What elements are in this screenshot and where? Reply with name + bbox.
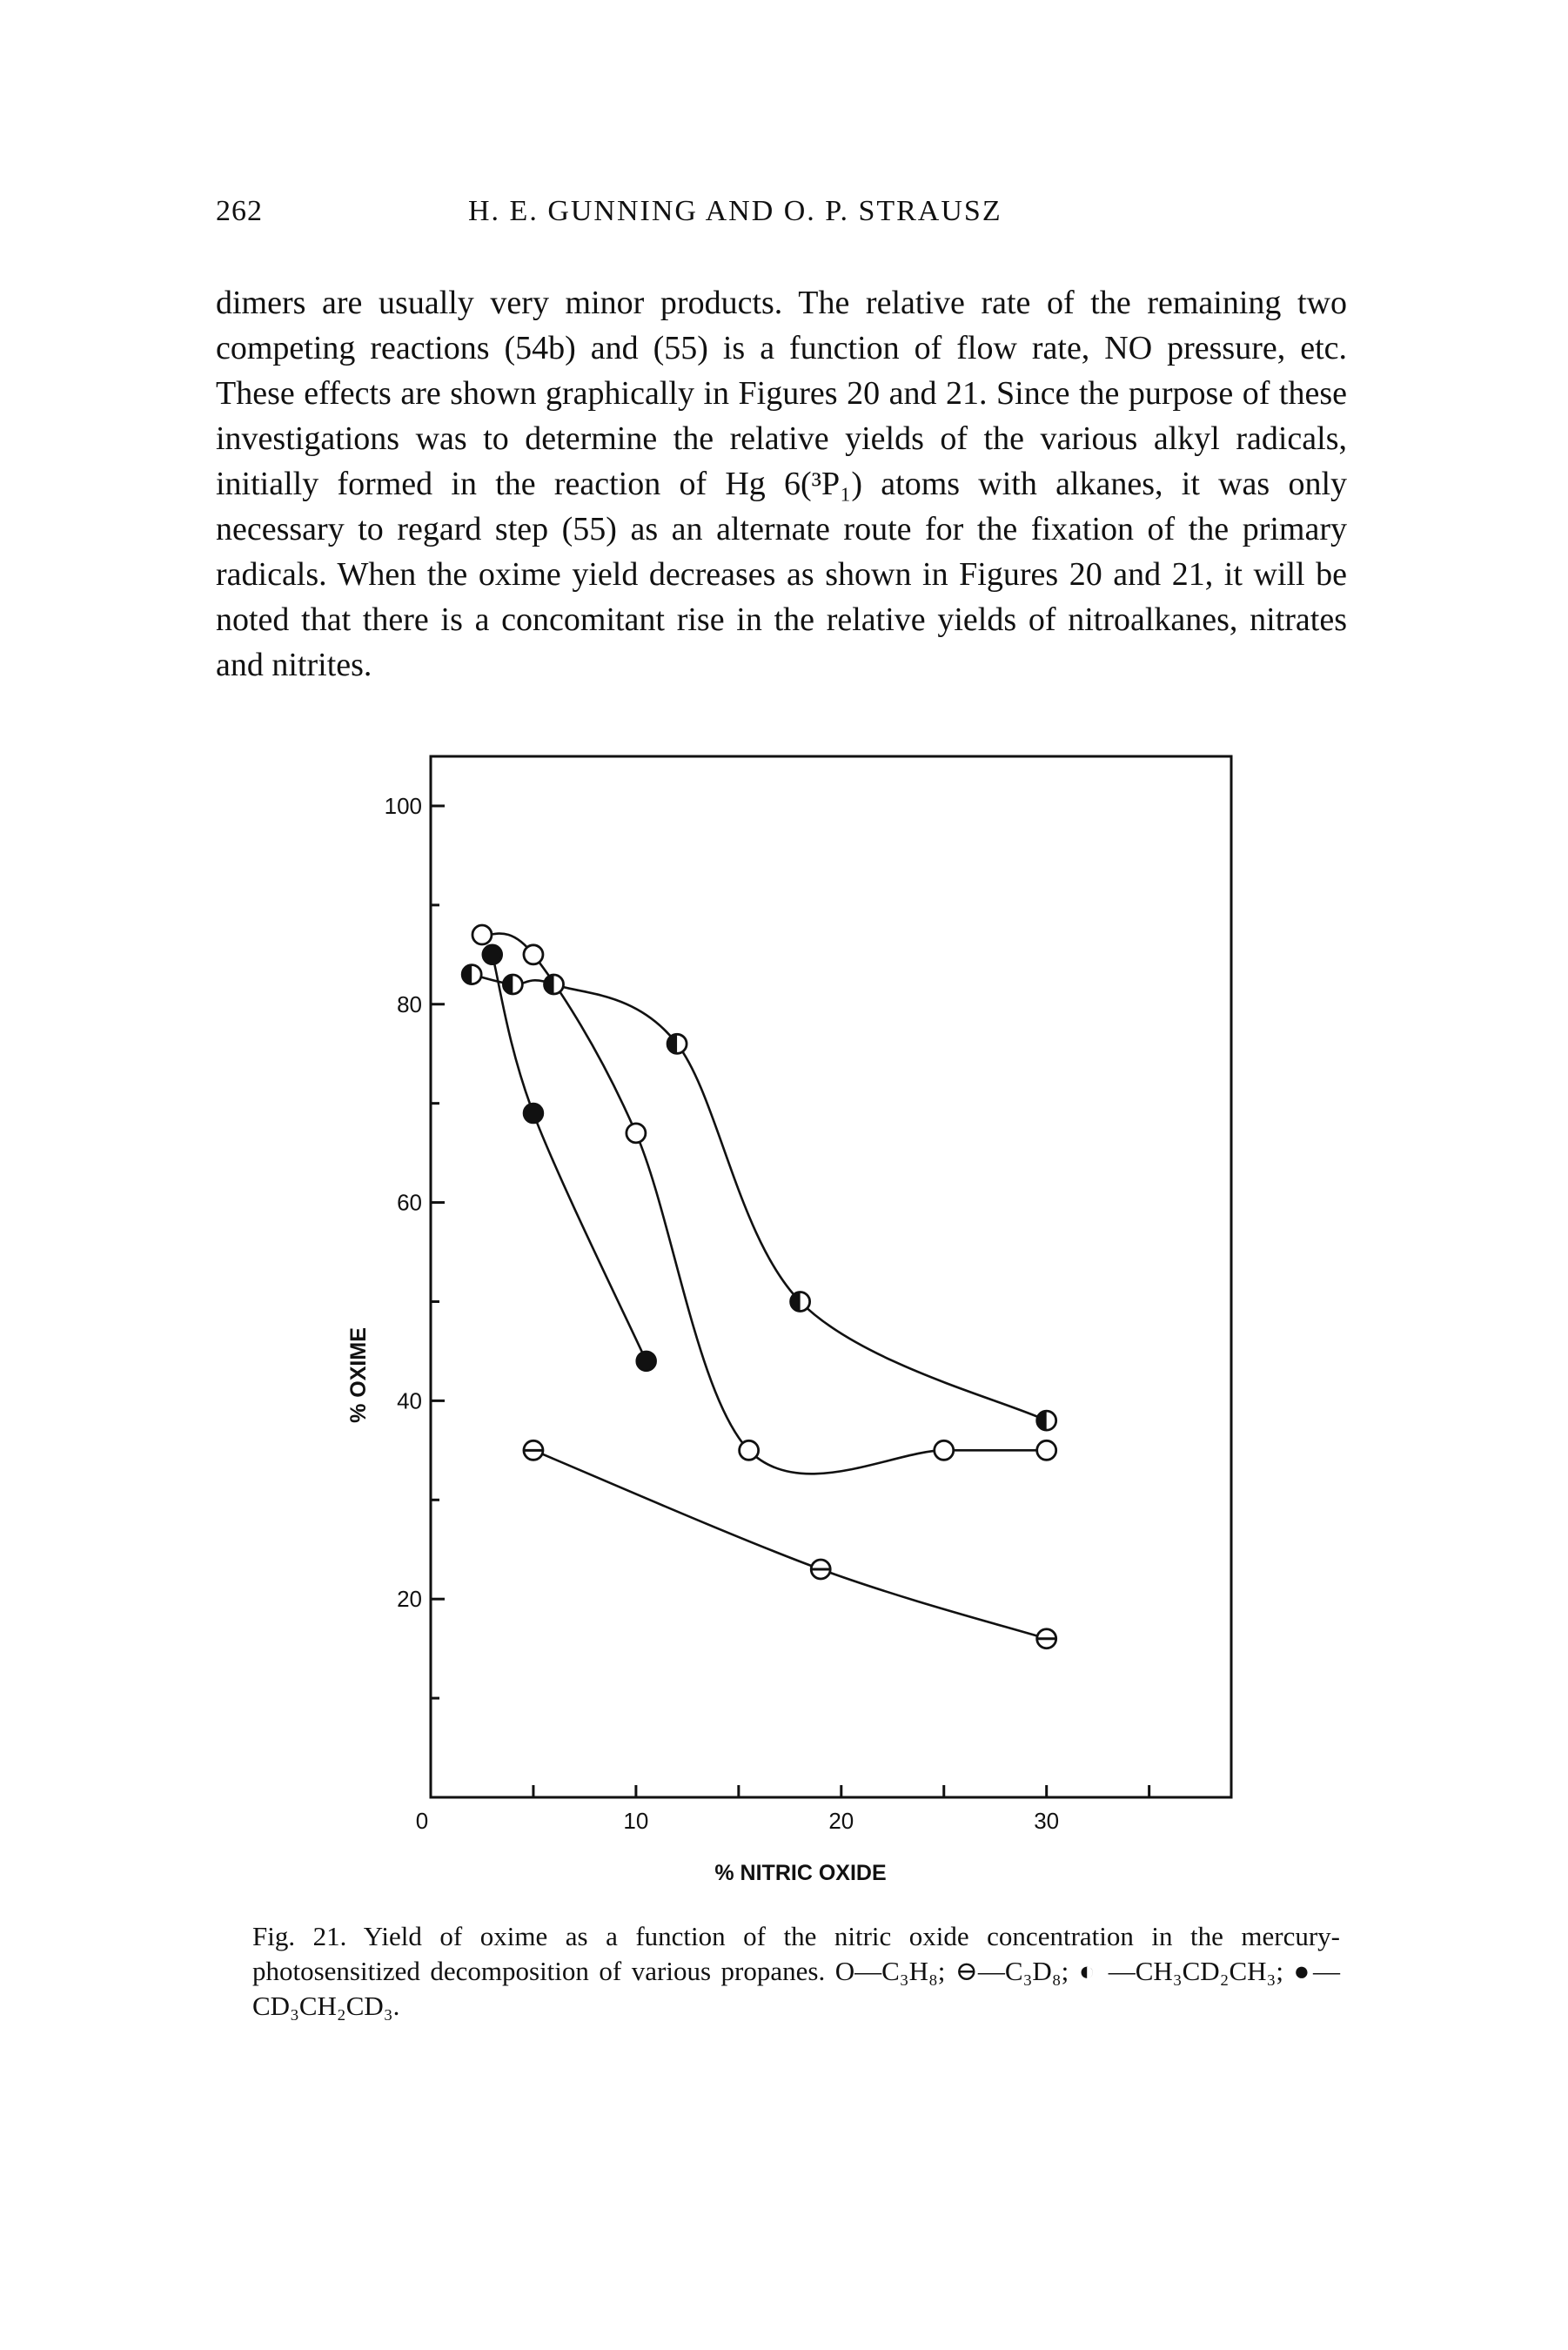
body-text: dimers are usually very minor products. … [216,280,1347,688]
x-tick-label: 0 [416,1808,428,1834]
page-number: 262 [216,195,263,227]
oxime-yield-chart: 20 40 60 80 100 0 10 20 30 % NITRIC OXIDE % OXI… [346,755,1233,1885]
data-point [522,1102,545,1125]
y-tick-label: 20 [397,1586,422,1612]
y-tick-label: 40 [397,1387,422,1413]
plot-frame [429,755,1233,1799]
data-point [460,964,483,985]
data-point [522,1439,545,1461]
data-point [501,973,524,996]
x-tick-label: 10 [623,1808,648,1834]
data-point [471,923,493,946]
figure-caption-label: Fig. 21. [252,1921,347,1951]
data-point [933,1439,955,1461]
y-tick-label: 80 [397,991,422,1017]
data-point-marker-fill [544,974,554,994]
data-point [1035,1439,1058,1461]
figure-caption: Fig. 21. Yield of oxime as a function of… [252,1919,1340,2024]
y-tick-label: 100 [385,793,422,819]
data-point [481,943,504,966]
data-point-marker [471,923,493,946]
data-point [522,943,545,966]
data-point [666,1032,688,1055]
series-line-2 [533,1449,1048,1640]
data-point [809,1558,832,1581]
data-point-marker [625,1122,647,1145]
data-point [1035,1628,1058,1650]
series-line-4 [491,954,647,1362]
data-point-marker-fill [667,1034,678,1054]
figure-caption-text: Yield of oxime as a function of the nitr… [252,1921,1340,2021]
data-point-marker [1035,1439,1058,1461]
data-point-marker [933,1439,955,1461]
running-head-authors: H. E. GUNNING AND O. P. STRAUSZ [468,195,1002,227]
data-point-marker [522,1102,545,1125]
y-axis-label: % OXIME [346,1327,371,1423]
series-line-1 [481,932,1047,1475]
x-axis-ticks: 0 10 20 30 [416,1785,1151,1834]
data-point [789,1291,812,1313]
x-tick-label: 20 [828,1808,854,1834]
data-point-marker-fill [1036,1411,1047,1431]
data-point-marker [481,943,504,966]
y-tick-label: 60 [397,1190,422,1216]
data-point [635,1350,657,1373]
figure-21: 20 40 60 80 100 0 10 20 30 % NITRIC OXIDE % OXI… [331,749,1253,1906]
data-point [1035,1409,1058,1432]
data-point-marker-fill [462,964,472,984]
data-point [738,1439,761,1461]
x-tick-label: 30 [1034,1808,1059,1834]
data-point-marker-fill [790,1292,801,1312]
series-curves [471,932,1048,1640]
x-axis-label: % NITRIC OXIDE [714,1861,886,1885]
data-point-marker-fill [503,974,513,994]
series-line-3 [471,973,1048,1422]
data-point [543,973,565,996]
data-point-marker [522,943,545,966]
y-axis-ticks: 20 40 60 80 100 [385,793,445,1700]
data-point-marker [738,1439,761,1461]
data-point-marker [635,1350,657,1373]
data-point [625,1122,647,1145]
body-paragraph: dimers are usually very minor products. … [216,285,1347,683]
series-markers [460,923,1058,1650]
running-head: 262 H. E. GUNNING AND O. P. STRAUSZ [216,195,1347,238]
